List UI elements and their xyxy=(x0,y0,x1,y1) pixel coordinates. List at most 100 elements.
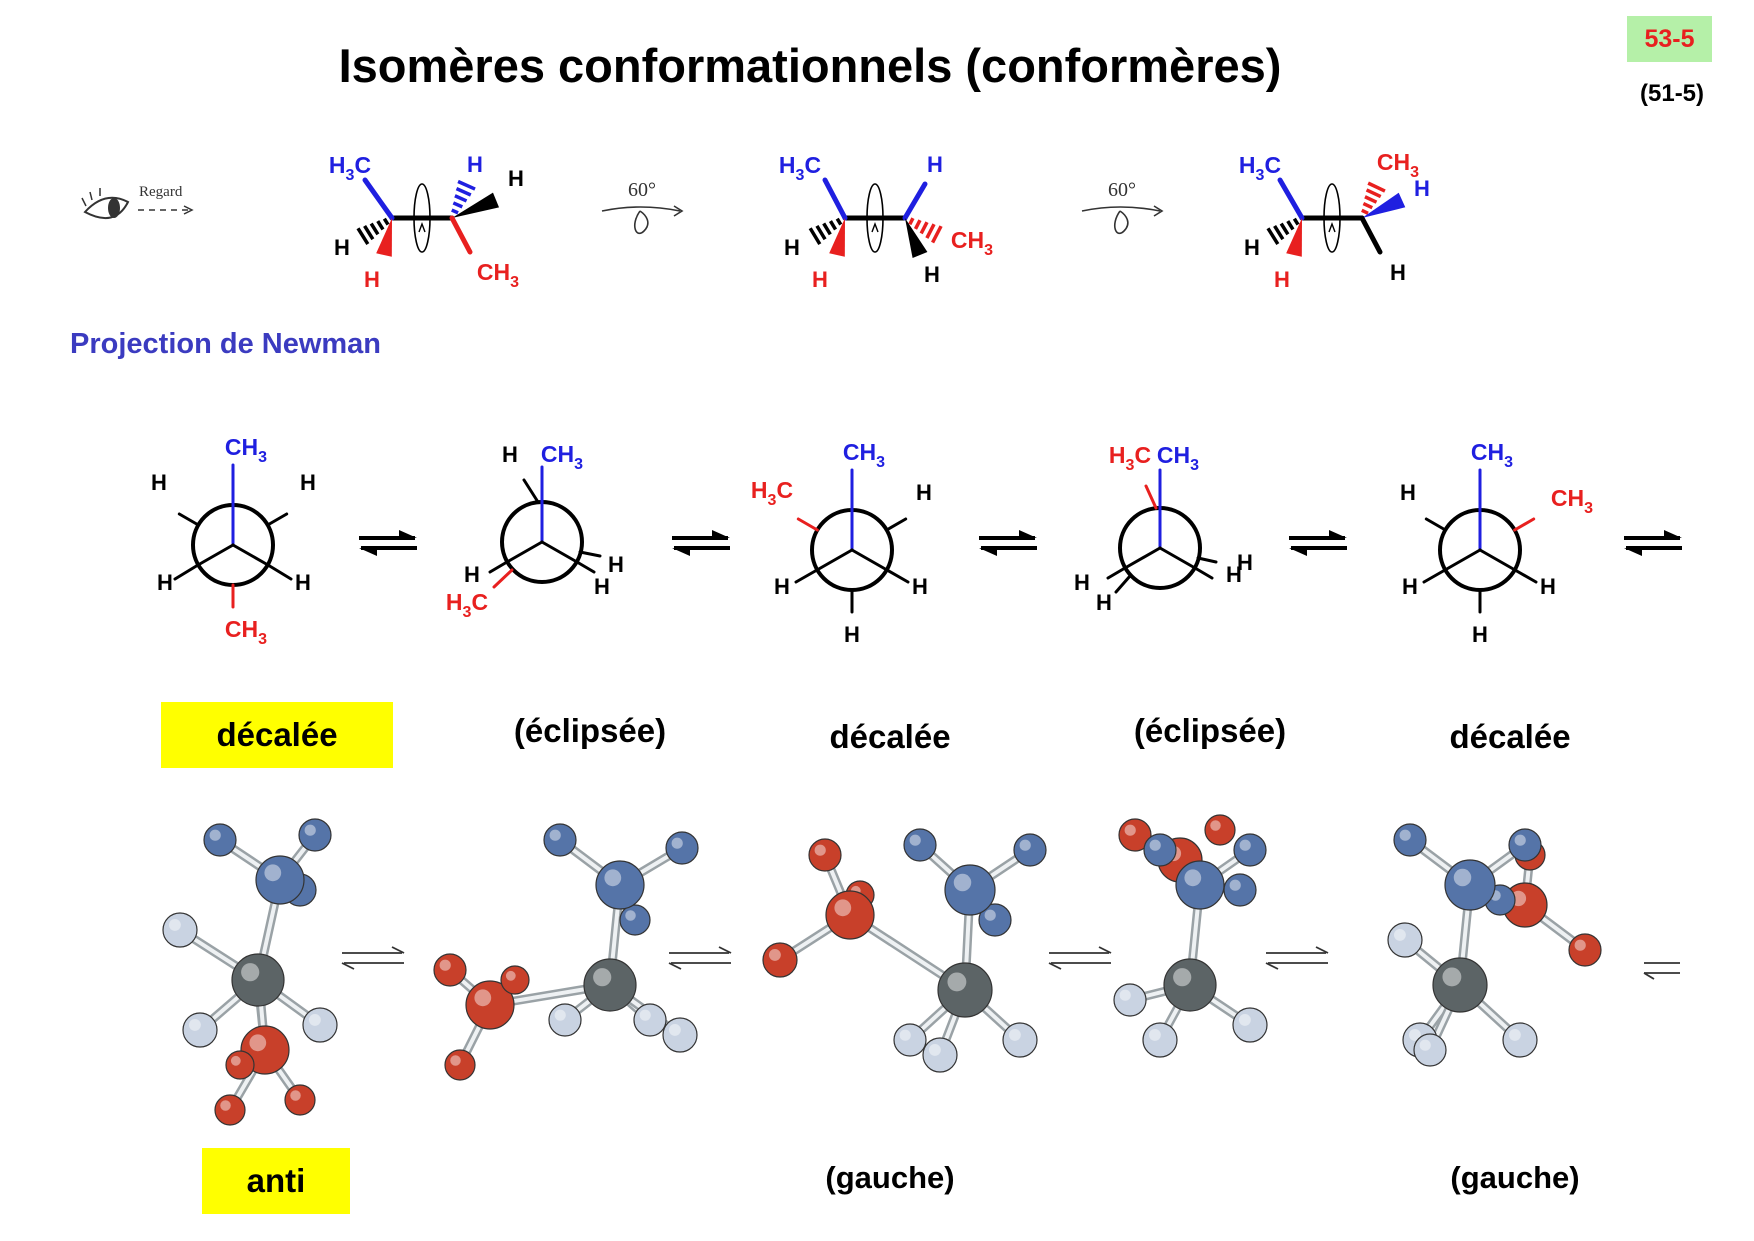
atom-label: H xyxy=(502,442,518,467)
h-ball xyxy=(500,965,530,995)
atom-label: H xyxy=(1244,235,1260,260)
hashed-bond xyxy=(1266,217,1300,245)
ball-highlight xyxy=(593,968,612,987)
ball-stick-model-5 xyxy=(1387,823,1602,1067)
h-ball xyxy=(433,953,467,987)
back-bond xyxy=(1144,484,1158,510)
carbon-ball xyxy=(595,860,645,910)
rotation-arrow-icon xyxy=(601,205,684,235)
ball-highlight xyxy=(290,1090,301,1101)
back-bond xyxy=(578,550,602,558)
atom-label: H xyxy=(812,267,828,292)
newman-heading: Projection de Newman xyxy=(70,328,382,360)
atom-label: H xyxy=(334,235,350,260)
h-ball xyxy=(633,1003,667,1037)
conformation-label-2: (éclipsée) xyxy=(513,712,667,749)
ball-highlight xyxy=(554,1009,566,1021)
rotation-indicator-arrow xyxy=(871,222,879,233)
ball-highlight xyxy=(671,837,683,849)
atom-label: H xyxy=(1414,176,1430,201)
h-ball xyxy=(1387,922,1423,958)
hashed-bond xyxy=(808,217,843,246)
front-bond xyxy=(575,560,596,574)
atom-label: H xyxy=(1237,550,1253,575)
hash-stroke xyxy=(815,224,827,241)
hash-stroke xyxy=(931,225,943,244)
ball-highlight xyxy=(1210,820,1221,831)
atom-label: H xyxy=(151,470,167,495)
ball-stick-model-1 xyxy=(162,818,338,1126)
ball-highlight xyxy=(220,1100,231,1111)
bond-line xyxy=(362,177,395,221)
hash-stroke xyxy=(828,220,838,231)
front-bond xyxy=(231,543,270,567)
hash-stroke xyxy=(376,220,385,231)
hash-stroke xyxy=(363,224,375,241)
bond-line xyxy=(822,177,848,221)
h-ball xyxy=(1118,818,1152,852)
hash-stroke xyxy=(925,223,936,239)
methyl-label: H3C xyxy=(329,152,371,184)
methyl-label: H3C xyxy=(1239,152,1281,184)
ball-highlight xyxy=(168,918,181,931)
carbon-ball xyxy=(944,864,996,916)
wedge-bond xyxy=(905,218,928,259)
ball-highlight xyxy=(668,1023,681,1036)
equilibrium-arrow-icon xyxy=(1287,528,1349,558)
atom-label: H xyxy=(1402,574,1418,599)
carbon-ball xyxy=(1432,957,1488,1013)
methyl-label: CH3 xyxy=(951,227,993,259)
equilibrium-arrow-icon xyxy=(357,528,419,558)
hash-stroke xyxy=(452,201,464,209)
ball-stick-model-3 xyxy=(762,828,1047,1073)
front-bond xyxy=(1193,566,1214,580)
rotation-indicator xyxy=(1323,183,1341,253)
wedge-bond xyxy=(376,218,392,257)
h-ball xyxy=(762,942,798,978)
front-bond xyxy=(488,560,509,574)
atom-label: H xyxy=(467,152,483,177)
ball-highlight xyxy=(308,1013,321,1026)
bottom-label-anti: anti xyxy=(202,1148,350,1214)
eye-icon xyxy=(81,188,194,220)
methyl-label: H3C xyxy=(779,152,821,184)
h-ball xyxy=(1142,1022,1178,1058)
ball-highlight xyxy=(1419,1039,1431,1051)
atom-label: H xyxy=(1096,590,1112,615)
h-ball xyxy=(1002,1022,1038,1058)
bond-line xyxy=(1359,215,1383,255)
bond-line xyxy=(1277,177,1305,221)
rotation-indicator xyxy=(413,183,431,253)
hash-stroke xyxy=(908,217,915,226)
h-ball xyxy=(298,818,332,852)
front-bond xyxy=(540,540,579,564)
front-bond xyxy=(885,568,910,584)
ball-highlight xyxy=(1019,839,1031,851)
atom-label: H xyxy=(508,166,524,191)
carbon-ball xyxy=(583,958,637,1012)
bottom-label-gauche-1: (gauche) xyxy=(825,1160,955,1195)
ball-highlight xyxy=(604,869,622,887)
h-ball xyxy=(444,1049,476,1081)
ball-highlight xyxy=(188,1018,201,1031)
hash-stroke xyxy=(1362,201,1374,210)
methyl-label: CH3 xyxy=(541,441,583,473)
methyl-label: CH3 xyxy=(1377,149,1419,181)
methyl-label: H3C xyxy=(446,589,488,621)
carbon-ball xyxy=(465,980,515,1030)
atom-label: H xyxy=(364,267,380,292)
ball-highlight xyxy=(984,909,996,921)
methyl-label: CH3 xyxy=(225,434,267,466)
back-bond xyxy=(492,568,514,589)
methyl-label: CH3 xyxy=(843,439,885,471)
ball-highlight xyxy=(249,1034,267,1052)
back-bond xyxy=(266,512,289,527)
ball-highlight xyxy=(1148,1028,1161,1041)
hash-stroke xyxy=(382,217,390,226)
ball-highlight xyxy=(899,1029,911,1041)
rotation-indicator-arrow xyxy=(418,222,426,233)
ball-highlight xyxy=(1238,1013,1251,1026)
carbon-ball xyxy=(1163,958,1217,1012)
